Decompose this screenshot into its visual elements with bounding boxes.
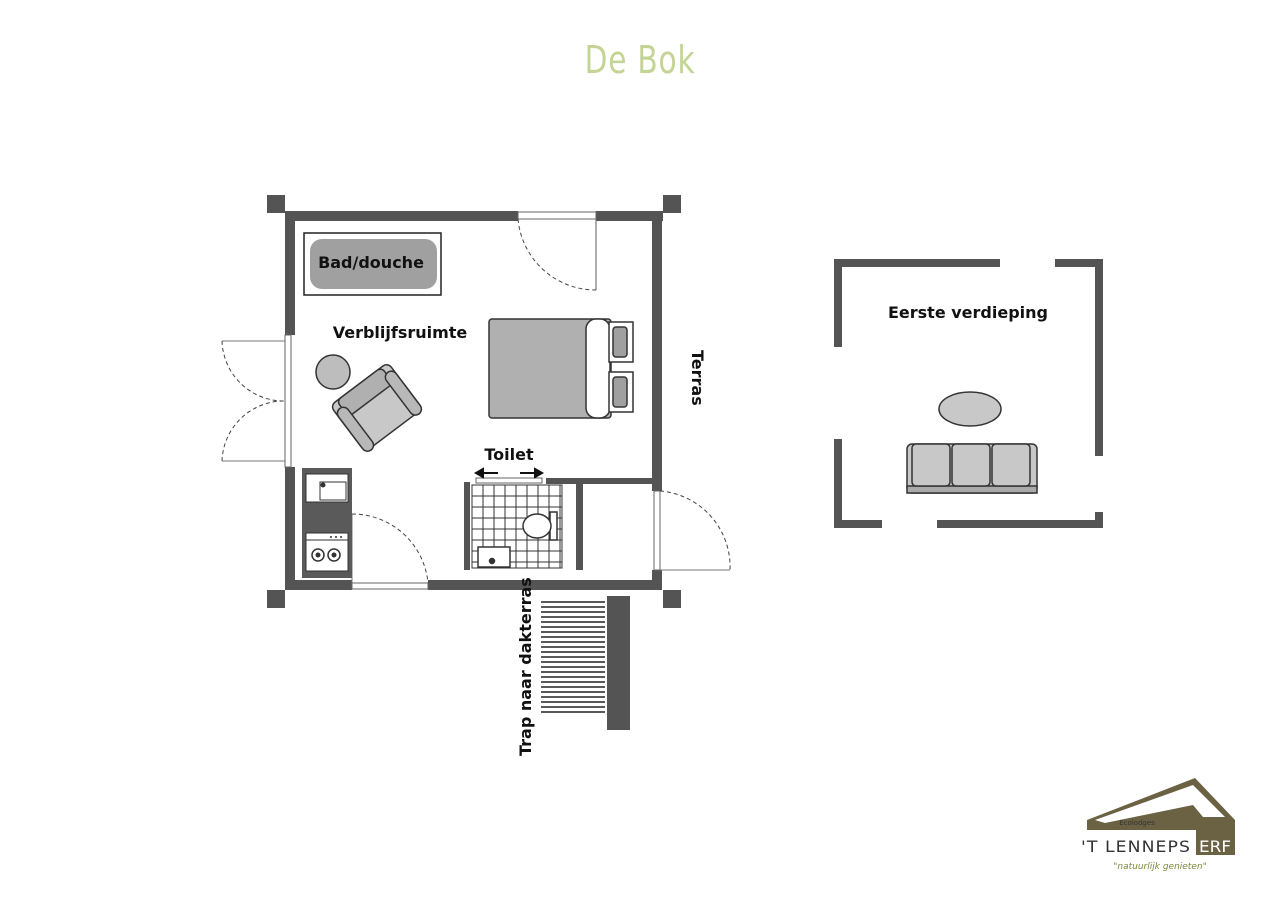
doors — [221, 211, 731, 590]
armchair — [331, 364, 423, 452]
toilet-bowl — [522, 511, 558, 541]
page-title: De Bok — [584, 38, 696, 82]
double-bed — [488, 318, 634, 419]
bathtub — [303, 232, 442, 296]
label-living: Verblijfsruimte — [333, 323, 468, 342]
logo-tagline: "natuurlijk genieten" — [1113, 862, 1206, 872]
coffee-table — [938, 391, 1002, 427]
logo-name-left: 'T LENNEPS — [1081, 837, 1191, 856]
logo-top-text: Ecolodges — [1119, 819, 1155, 827]
logo-name-right: ERF — [1199, 837, 1231, 856]
first-floor-walls — [834, 259, 1103, 528]
sofa — [906, 443, 1038, 494]
label-stairs: Trap naar dakterras — [516, 577, 535, 756]
ground-floor-walls — [267, 195, 681, 608]
label-toilet: Toilet — [484, 445, 534, 464]
brand-logo: Ecolodges 'T LENNEPS ERF "natuurlijk gen… — [1081, 778, 1235, 872]
staircase — [541, 596, 630, 730]
label-bath: Bad/douche — [318, 253, 424, 272]
label-terrace: Terras — [688, 350, 707, 406]
kitchen-counter — [302, 468, 352, 578]
toilet-sink — [477, 546, 511, 568]
label-first-floor: Eerste verdieping — [888, 303, 1048, 322]
side-table — [315, 354, 351, 390]
sliding-door-arrows-icon — [473, 467, 545, 479]
